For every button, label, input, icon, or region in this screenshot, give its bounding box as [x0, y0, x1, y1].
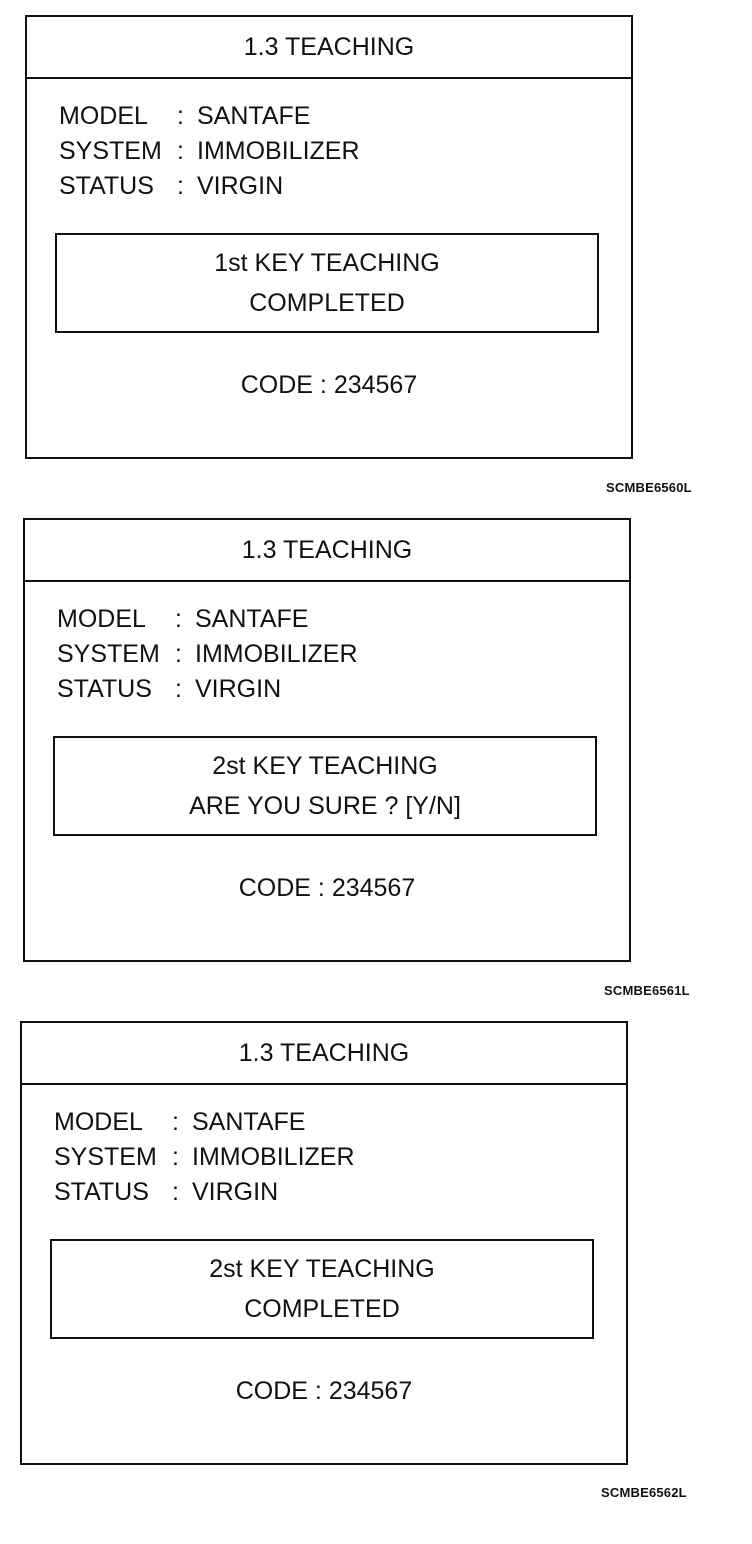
model-row: MODEL : SANTAFE [54, 1105, 355, 1140]
vehicle-info: MODEL : SANTAFE SYSTEM : IMMOBILIZER STA… [59, 99, 360, 204]
status-label: STATUS [57, 675, 152, 703]
screen-title: 1.3 TEACHING [27, 17, 631, 79]
system-row: SYSTEM : IMMOBILIZER [59, 134, 360, 169]
status-value: VIRGIN [195, 675, 282, 703]
model-row: MODEL : SANTAFE [57, 602, 358, 637]
status-label: STATUS [59, 172, 154, 200]
code-display: CODE : 234567 [238, 874, 416, 902]
code-display: CODE : 234567 [235, 1377, 413, 1405]
figure-id-3: SCMBE6562L [601, 1485, 687, 1500]
system-label: SYSTEM [54, 1143, 157, 1171]
figure-id-1: SCMBE6560L [606, 480, 692, 495]
teaching-screen-1: 1.3 TEACHING MODEL : SANTAFE SYSTEM : IM… [25, 15, 633, 459]
status-separator: : [172, 1178, 179, 1206]
message-line-2: COMPLETED [244, 1295, 400, 1323]
model-separator: : [172, 1108, 179, 1136]
status-separator: : [177, 172, 184, 200]
confirm-prompt: ARE YOU SURE ? [Y/N] [189, 792, 461, 820]
message-line-1: 2st KEY TEACHING [209, 1255, 435, 1283]
message-box: 2st KEY TEACHING COMPLETED [50, 1239, 594, 1339]
status-label: STATUS [54, 1178, 149, 1206]
model-value: SANTAFE [197, 102, 311, 130]
system-value: IMMOBILIZER [197, 137, 360, 165]
message-line-1: 2st KEY TEACHING [212, 752, 438, 780]
model-separator: : [175, 605, 182, 633]
system-value: IMMOBILIZER [195, 640, 358, 668]
teaching-screen-2: 1.3 TEACHING MODEL : SANTAFE SYSTEM : IM… [23, 518, 631, 962]
model-value: SANTAFE [195, 605, 309, 633]
system-row: SYSTEM : IMMOBILIZER [57, 637, 358, 672]
system-separator: : [177, 137, 184, 165]
model-label: MODEL [54, 1108, 143, 1136]
message-line-2: COMPLETED [249, 289, 405, 317]
system-separator: : [175, 640, 182, 668]
status-separator: : [175, 675, 182, 703]
system-label: SYSTEM [57, 640, 160, 668]
message-line-1: 1st KEY TEACHING [214, 249, 440, 277]
model-row: MODEL : SANTAFE [59, 99, 360, 134]
vehicle-info: MODEL : SANTAFE SYSTEM : IMMOBILIZER STA… [54, 1105, 355, 1210]
status-row: STATUS : VIRGIN [59, 169, 360, 204]
model-value: SANTAFE [192, 1108, 306, 1136]
status-row: STATUS : VIRGIN [57, 672, 358, 707]
system-row: SYSTEM : IMMOBILIZER [54, 1140, 355, 1175]
system-label: SYSTEM [59, 137, 162, 165]
message-box: 1st KEY TEACHING COMPLETED [55, 233, 599, 333]
status-row: STATUS : VIRGIN [54, 1175, 355, 1210]
model-separator: : [177, 102, 184, 130]
system-value: IMMOBILIZER [192, 1143, 355, 1171]
model-label: MODEL [57, 605, 146, 633]
message-box: 2st KEY TEACHING ARE YOU SURE ? [Y/N] [53, 736, 597, 836]
status-value: VIRGIN [197, 172, 284, 200]
teaching-screen-3: 1.3 TEACHING MODEL : SANTAFE SYSTEM : IM… [20, 1021, 628, 1465]
vehicle-info: MODEL : SANTAFE SYSTEM : IMMOBILIZER STA… [57, 602, 358, 707]
system-separator: : [172, 1143, 179, 1171]
model-label: MODEL [59, 102, 148, 130]
screen-title: 1.3 TEACHING [25, 520, 629, 582]
code-display: CODE : 234567 [240, 371, 418, 399]
status-value: VIRGIN [192, 1178, 279, 1206]
figure-id-2: SCMBE6561L [604, 983, 690, 998]
screen-title: 1.3 TEACHING [22, 1023, 626, 1085]
